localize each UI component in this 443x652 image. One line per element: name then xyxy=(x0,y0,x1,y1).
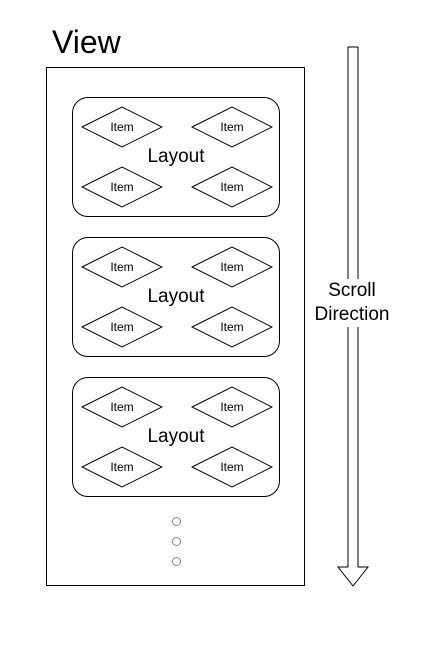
view-title: View xyxy=(52,24,121,60)
item-label: Item xyxy=(220,260,244,274)
view-container xyxy=(46,67,305,586)
item-diamond: Item xyxy=(191,166,273,208)
item-label: Item xyxy=(220,120,244,134)
item-diamond: Item xyxy=(191,106,273,148)
item-diamond: Item xyxy=(81,166,163,208)
layout-label-2: Layout xyxy=(147,286,205,307)
item-label: Item xyxy=(110,320,134,334)
continuation-dot xyxy=(172,537,181,546)
continuation-dot xyxy=(172,557,181,566)
item-diamond: Item xyxy=(81,386,163,428)
item-label: Item xyxy=(110,400,134,414)
layout-box-3: Layout xyxy=(72,377,280,497)
item-label: Item xyxy=(110,260,134,274)
layout-label-3: Layout xyxy=(147,426,205,447)
item-label: Item xyxy=(220,460,244,474)
item-label: Item xyxy=(220,320,244,334)
item-diamond: Item xyxy=(191,446,273,488)
item-diamond: Item xyxy=(81,446,163,488)
item-diamond: Item xyxy=(191,386,273,428)
item-label: Item xyxy=(110,460,134,474)
layout-box-2: Layout xyxy=(72,237,280,357)
item-label: Item xyxy=(110,120,134,134)
scroll-direction-label: Scroll Direction xyxy=(306,279,398,327)
item-diamond: Item xyxy=(81,306,163,348)
layout-label-1: Layout xyxy=(147,146,205,167)
item-label: Item xyxy=(110,180,134,194)
scroll-label-line1: Scroll xyxy=(328,280,376,301)
layout-box-1: Layout xyxy=(72,97,280,217)
item-diamond: Item xyxy=(191,246,273,288)
item-label: Item xyxy=(220,400,244,414)
item-diamond: Item xyxy=(191,306,273,348)
item-diamond: Item xyxy=(81,106,163,148)
scroll-label-line2: Direction xyxy=(314,304,390,325)
item-diamond: Item xyxy=(81,246,163,288)
item-label: Item xyxy=(220,180,244,194)
continuation-dot xyxy=(172,517,181,526)
